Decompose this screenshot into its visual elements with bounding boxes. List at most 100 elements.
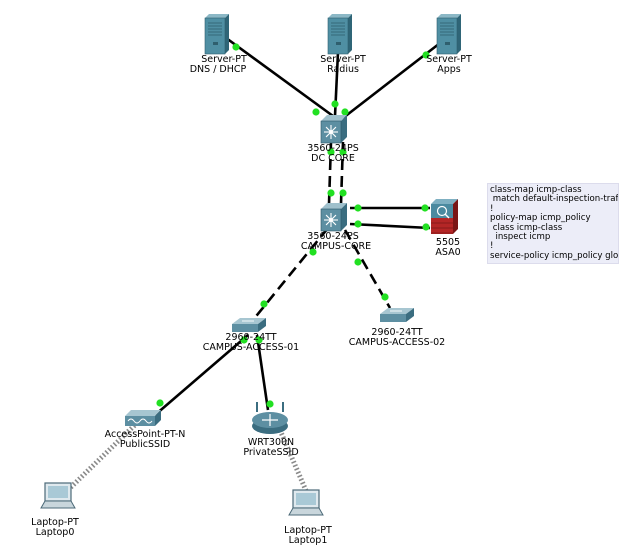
config-note[interactable]: class-map icmp-class match default-inspe… [487,183,619,265]
asa-handle [444,213,450,219]
port-indicator-21 [266,400,274,408]
port-indicator-4 [422,51,430,59]
access-point-icon [125,410,161,426]
server-front [204,17,226,55]
asa-upper [431,204,453,218]
switch-front [232,324,258,332]
port-indicator-0 [232,43,240,51]
laptop-base [40,500,76,509]
server-side [457,14,461,54]
laptop0-model-label: Laptop-PT [31,517,79,528]
switch-side [406,308,414,322]
port-indicator-16 [354,258,362,266]
link-campus-access01 [251,227,330,321]
router-name-label: PrivateSSID [243,447,299,458]
server-led [445,42,450,45]
laptop-display [296,493,316,505]
mls-hub [329,130,333,134]
port-indicator-15 [260,300,268,308]
access01-name-label: CAMPUS-ACCESS-01 [202,342,300,353]
ap-model-label: AccessPoint-PT-N [104,429,186,440]
port-indicator-19 [156,399,164,407]
link-access01-ap [154,334,249,416]
campus-core-icon [320,203,347,232]
asa-wall [431,218,453,234]
mls-arrows [324,213,338,227]
server-side [348,14,352,54]
mls-side [341,115,347,143]
access02-model-label: 2960-24TT [371,327,423,338]
mls-top [321,115,347,121]
campus-access01-icon [232,318,266,332]
asa-lens [436,205,448,217]
server-apps-icon [436,14,461,55]
ap-name-label: PublicSSID [119,439,171,450]
laptop1-name-label: Laptop1 [288,535,328,546]
server-apps-name-label: Apps [437,64,461,75]
asa-model-label: 5505 [435,237,461,248]
campus-core-model-label: 3560-24PS [307,231,359,242]
port-indicator-5 [341,108,349,116]
server-front [327,17,349,55]
server-radius-name-label: Radius [327,64,359,75]
server-side [225,14,229,54]
access01-model-label: 2960-24TT [225,332,277,343]
asa-side [453,199,458,234]
mls-hub [329,218,333,222]
port-indicator-10 [354,204,362,212]
port-indicator-20 [255,336,263,344]
link-campus-asa-2 [349,222,431,230]
laptop1-model-label: Laptop-PT [284,525,332,536]
ap-top [125,410,161,416]
laptop1-icon [288,489,324,516]
server-led [213,42,218,45]
laptop0-icon [40,482,76,509]
laptop0-name-label: Laptop0 [35,527,75,538]
laptop-display [48,486,68,498]
link-dns-dc [221,33,334,118]
server-led [336,42,341,45]
port-indicator-6 [327,148,335,156]
access02-name-label: CAMPUS-ACCESS-02 [348,337,446,348]
link-ap-laptop0 [66,418,142,492]
port-indicator-8 [327,189,335,197]
port-indicator-7 [339,148,347,156]
dc-core-model-label: 3560-24PS [307,143,359,154]
dc-core-icon [320,115,347,144]
wireless-router-icon [252,402,288,434]
asa-name-label: ASA0 [435,247,461,258]
server-top [328,14,352,18]
server-radius-model-label: Server-PT [320,54,366,65]
ap-wave [127,418,153,424]
router-model-label: WRT300N [247,437,295,448]
campus-core-name-label: CAMPUS-CORE [300,241,372,252]
port-indicator-3 [331,100,339,108]
switch-side [258,318,266,332]
server-front [436,17,458,55]
port-indicator-13 [422,223,430,231]
port-indicator-18 [240,336,248,344]
mls-top [321,203,347,209]
port-indicator-17 [381,293,389,301]
port-indicator-14 [309,248,317,256]
devices-layer [40,14,461,516]
ports-layer [156,40,430,408]
mls-side [341,203,347,231]
laptop-base [288,507,324,516]
server-dns-name-label: DNS / DHCP [189,64,247,75]
link-access01-router [255,334,270,411]
asa-firewall-icon [431,199,458,234]
server-radius-icon [327,14,352,55]
server-dns-icon [204,14,229,55]
server-apps-model-label: Server-PT [426,54,472,65]
port-indicator-9 [339,189,347,197]
port-indicator-1 [312,108,320,116]
link-apps-dc [342,38,445,120]
dc-core-name-label: DC CORE [311,153,355,164]
server-dns-model-label: Server-PT [201,54,247,65]
server-top [437,14,461,18]
campus-access02-icon [380,308,414,322]
port-indicator-11 [354,220,362,228]
router-arrows [262,414,278,426]
